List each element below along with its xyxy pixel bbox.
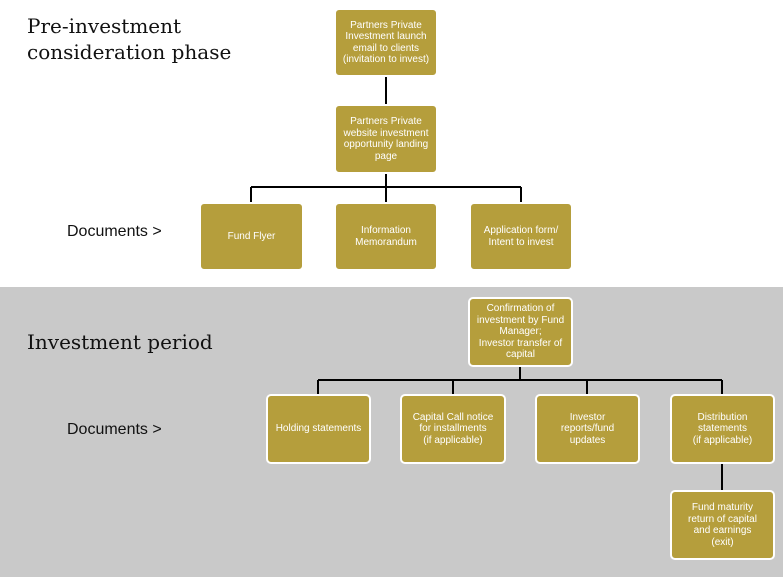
pre-investment-phase-title: Pre-investment consideration phase (27, 14, 232, 64)
capital-call-document: Capital Call notice for installments (if… (400, 394, 506, 464)
fund-flyer-document: Fund Flyer (199, 202, 304, 271)
landing-page-step: Partners Private website investment oppo… (334, 104, 438, 174)
confirmation-step: Confirmation of investment by Fund Manag… (468, 297, 573, 367)
information-memorandum-document: Information Memorandum (334, 202, 438, 271)
investment-period-documents-label: Documents > (67, 421, 162, 438)
holding-statements-document: Holding statements (266, 394, 371, 464)
investment-period-title: Investment period (27, 330, 213, 354)
investment-period-band (0, 287, 783, 577)
pre-investment-documents-label: Documents > (67, 223, 162, 240)
distribution-statements-document: Distribution statements (if applicable) (670, 394, 775, 464)
application-form-document: Application form/ Intent to invest (469, 202, 573, 271)
launch-email-step: Partners Private Investment launch email… (334, 8, 438, 77)
fund-maturity-document: Fund maturity return of capital and earn… (670, 490, 775, 560)
investor-reports-document: Investor reports/fund updates (535, 394, 640, 464)
